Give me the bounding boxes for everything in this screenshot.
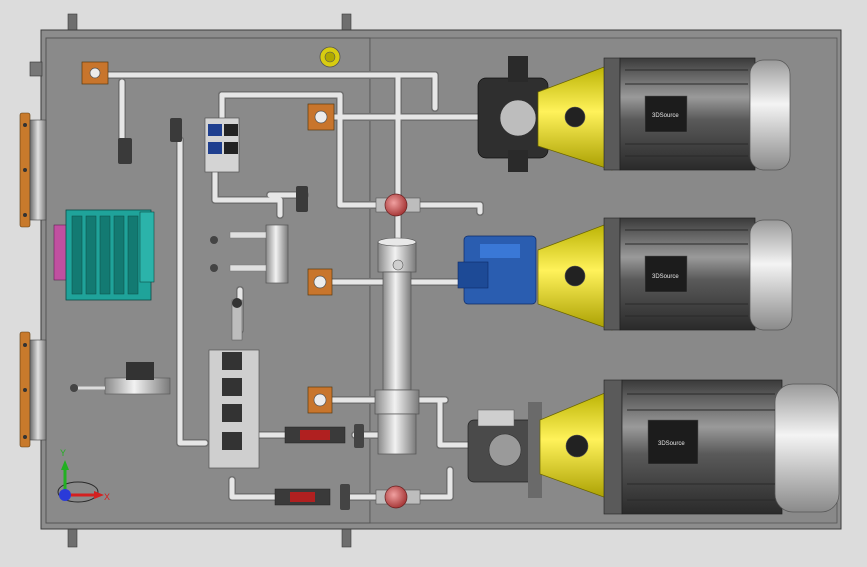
upper-valve-stack — [118, 117, 240, 173]
red-check-valves — [375, 193, 421, 509]
directional-valve-bank — [53, 209, 155, 301]
pressure-filter — [210, 186, 308, 284]
axis-y-label: Y — [60, 448, 66, 458]
pump-middle — [457, 235, 537, 305]
filler-cap — [319, 46, 341, 68]
lower-valve-stack — [208, 298, 260, 469]
pressure-gauge-assembly — [70, 362, 171, 395]
motor-3: 3DSource — [539, 379, 840, 515]
side-stub — [29, 61, 43, 77]
motor-3-label: 3DSource — [658, 441, 685, 447]
pump-top — [477, 56, 549, 172]
motor-1: 3DSource — [537, 57, 791, 171]
motor-2: 3DSource — [537, 217, 793, 331]
pump-bottom — [467, 402, 542, 498]
return-filter — [374, 237, 420, 455]
side-flange-bottom — [19, 331, 47, 448]
axis-triad[interactable]: Y X — [57, 448, 110, 503]
motor-1-label: 3DSource — [652, 113, 679, 119]
port-flanges — [81, 61, 335, 414]
inline-valves — [274, 424, 364, 510]
side-flange-top — [19, 112, 47, 228]
motor-2-label: 3DSource — [652, 274, 679, 280]
axis-x-label: X — [104, 492, 110, 502]
